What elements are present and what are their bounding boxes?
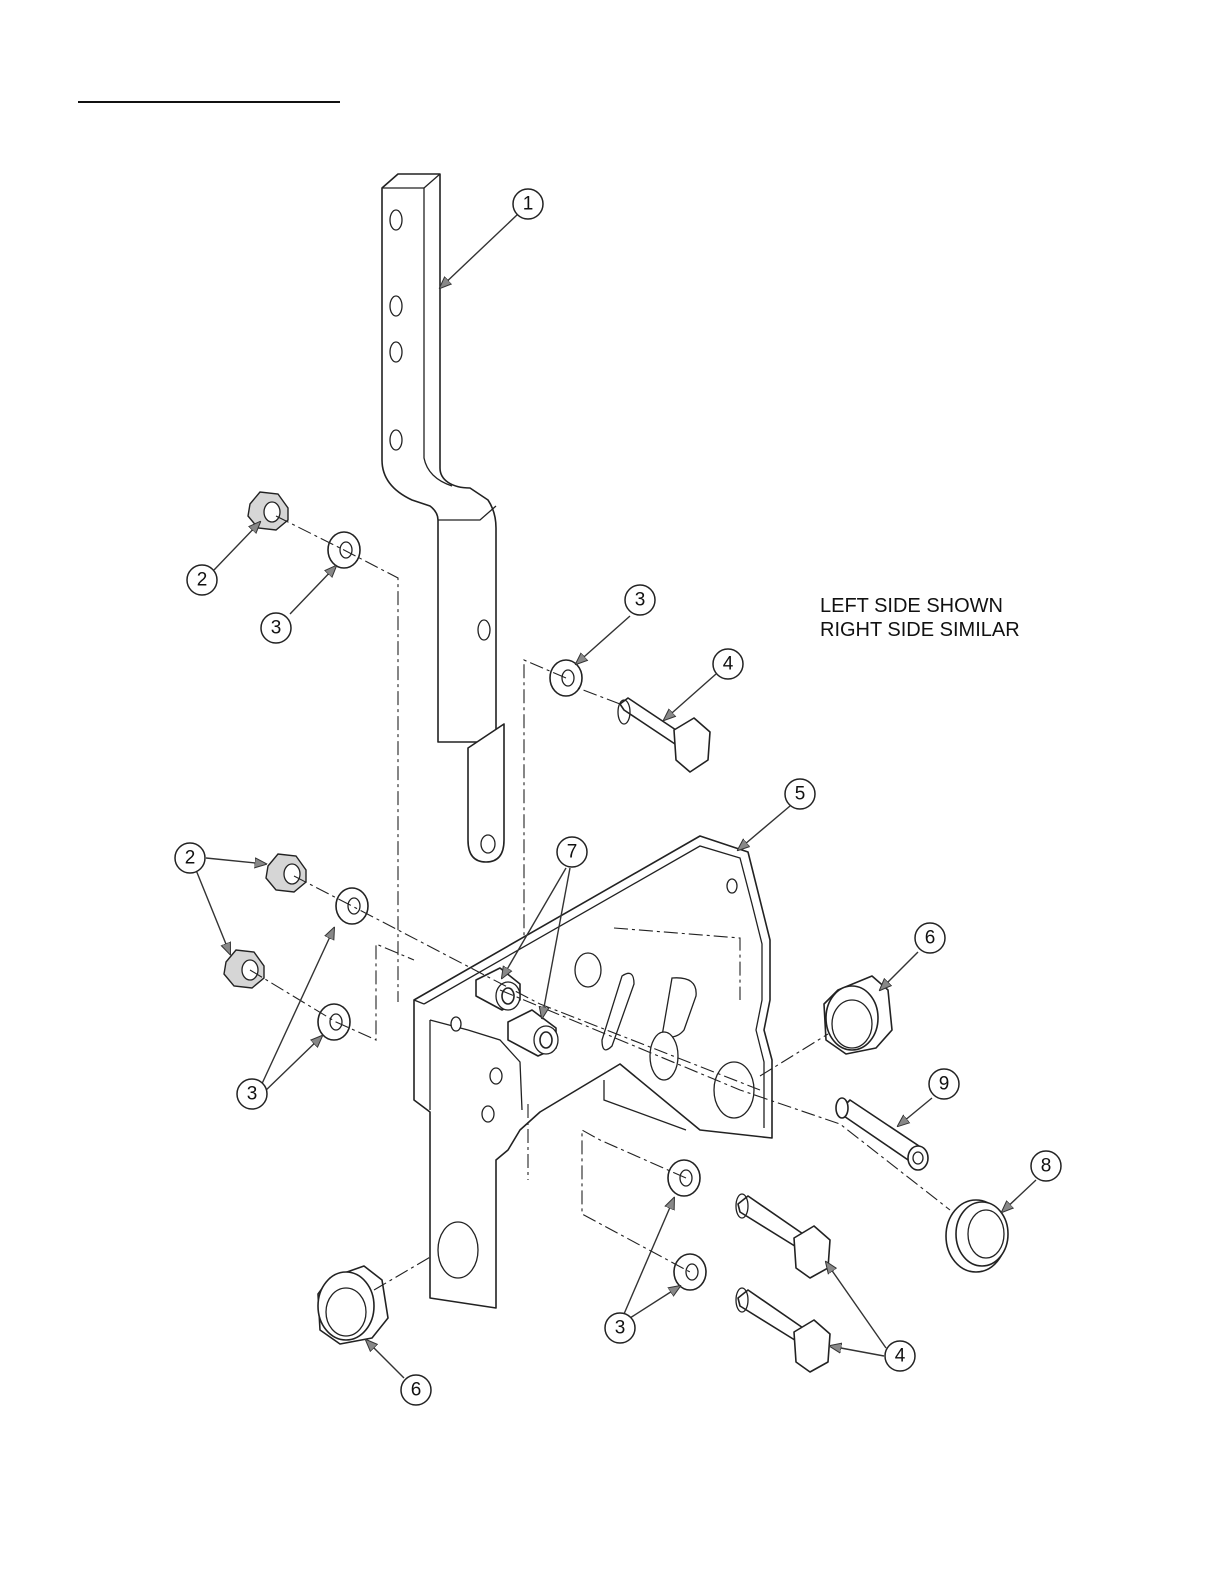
svg-text:5: 5 — [795, 784, 806, 805]
callout-bubbles: 1 2 3 3 4 5 7 6 — [175, 189, 1061, 1405]
flanged-bushing — [946, 1200, 1008, 1272]
callout-3-bottom: 3 — [605, 1313, 635, 1343]
washer-mid — [336, 888, 368, 924]
callout-1: 1 — [513, 189, 543, 219]
svg-text:3: 3 — [247, 1084, 258, 1105]
pivot-pin — [836, 1098, 928, 1170]
callout-8: 8 — [1031, 1151, 1061, 1181]
control-lever — [382, 174, 504, 862]
svg-text:9: 9 — [939, 1074, 950, 1095]
svg-text:3: 3 — [615, 1318, 626, 1339]
svg-text:7: 7 — [567, 842, 578, 863]
callout-2-mid: 2 — [175, 843, 205, 873]
washer-bottom-1 — [668, 1160, 700, 1196]
callout-6-right: 6 — [915, 923, 945, 953]
callout-9: 9 — [929, 1069, 959, 1099]
svg-text:6: 6 — [925, 928, 936, 949]
callout-2-top: 2 — [187, 565, 217, 595]
callout-5: 5 — [785, 779, 815, 809]
hex-nut-low — [224, 950, 264, 988]
callout-4-top: 4 — [713, 649, 743, 679]
svg-text:2: 2 — [185, 848, 196, 869]
svg-text:4: 4 — [895, 1346, 906, 1367]
callout-4-bottom: 4 — [885, 1341, 915, 1371]
leader-arrows — [196, 214, 1036, 1378]
svg-text:2: 2 — [197, 570, 208, 591]
svg-text:6: 6 — [411, 1380, 422, 1401]
washer-low — [318, 1004, 350, 1040]
svg-text:3: 3 — [635, 590, 646, 611]
svg-text:4: 4 — [723, 654, 734, 675]
callout-3-left: 3 — [237, 1079, 267, 1109]
mounting-bracket — [414, 836, 772, 1308]
callout-6-bottom: 6 — [401, 1375, 431, 1405]
callout-3-top-right: 3 — [625, 585, 655, 615]
hex-bolt-top — [618, 698, 710, 772]
svg-text:8: 8 — [1041, 1156, 1052, 1177]
bushing-bottom — [318, 1266, 388, 1344]
callout-7: 7 — [557, 837, 587, 867]
hex-bolt-bottom-1 — [736, 1194, 830, 1278]
svg-text:3: 3 — [271, 618, 282, 639]
hex-bolt-bottom-2 — [736, 1288, 830, 1372]
hex-nut-top — [248, 492, 288, 530]
svg-text:1: 1 — [523, 194, 534, 215]
hex-nut-mid — [266, 854, 306, 892]
callout-3-top-left: 3 — [261, 613, 291, 643]
washer-bottom-2 — [674, 1254, 706, 1290]
